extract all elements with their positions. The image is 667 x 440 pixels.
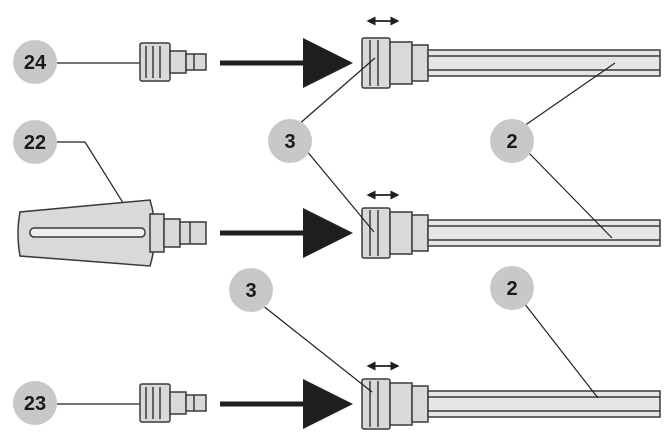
row-nozzle-22: 22 — [13, 120, 661, 267]
callout-24-label: 24 — [24, 52, 47, 74]
callout-22-label: 22 — [24, 132, 46, 154]
callout-22-circle — [13, 120, 57, 164]
callout-23-label: 23 — [24, 393, 46, 415]
coupling-bottom — [361, 378, 429, 430]
nozzle-24-connector — [139, 42, 207, 82]
callout-2-bottom-label: 2 — [506, 278, 517, 300]
nozzle-23-connector — [139, 383, 207, 423]
callout-3-top-circle — [268, 119, 312, 163]
callout-3-bottom-label: 3 — [245, 280, 256, 302]
callout-3-bottom-circle — [229, 268, 273, 312]
lance-tube-top — [427, 49, 661, 77]
row-nozzle-23: 23 — [13, 266, 661, 430]
coupling-middle — [361, 207, 429, 259]
callout-23-circle — [13, 381, 57, 425]
lance-tube-bottom — [427, 390, 661, 418]
lance-tube-middle — [427, 219, 661, 247]
callout-2-top-circle — [490, 119, 534, 163]
callout-2-bottom-circle — [490, 266, 534, 310]
callout-2-top-label: 2 — [506, 131, 517, 153]
nozzle-22-rotary — [17, 199, 207, 267]
callout-3-top-label: 3 — [284, 131, 295, 153]
callout-24-circle — [13, 40, 57, 84]
callout-group-upper: 3 2 — [268, 57, 616, 239]
row-nozzle-24: 24 — [13, 16, 661, 89]
coupling-top — [361, 37, 429, 89]
